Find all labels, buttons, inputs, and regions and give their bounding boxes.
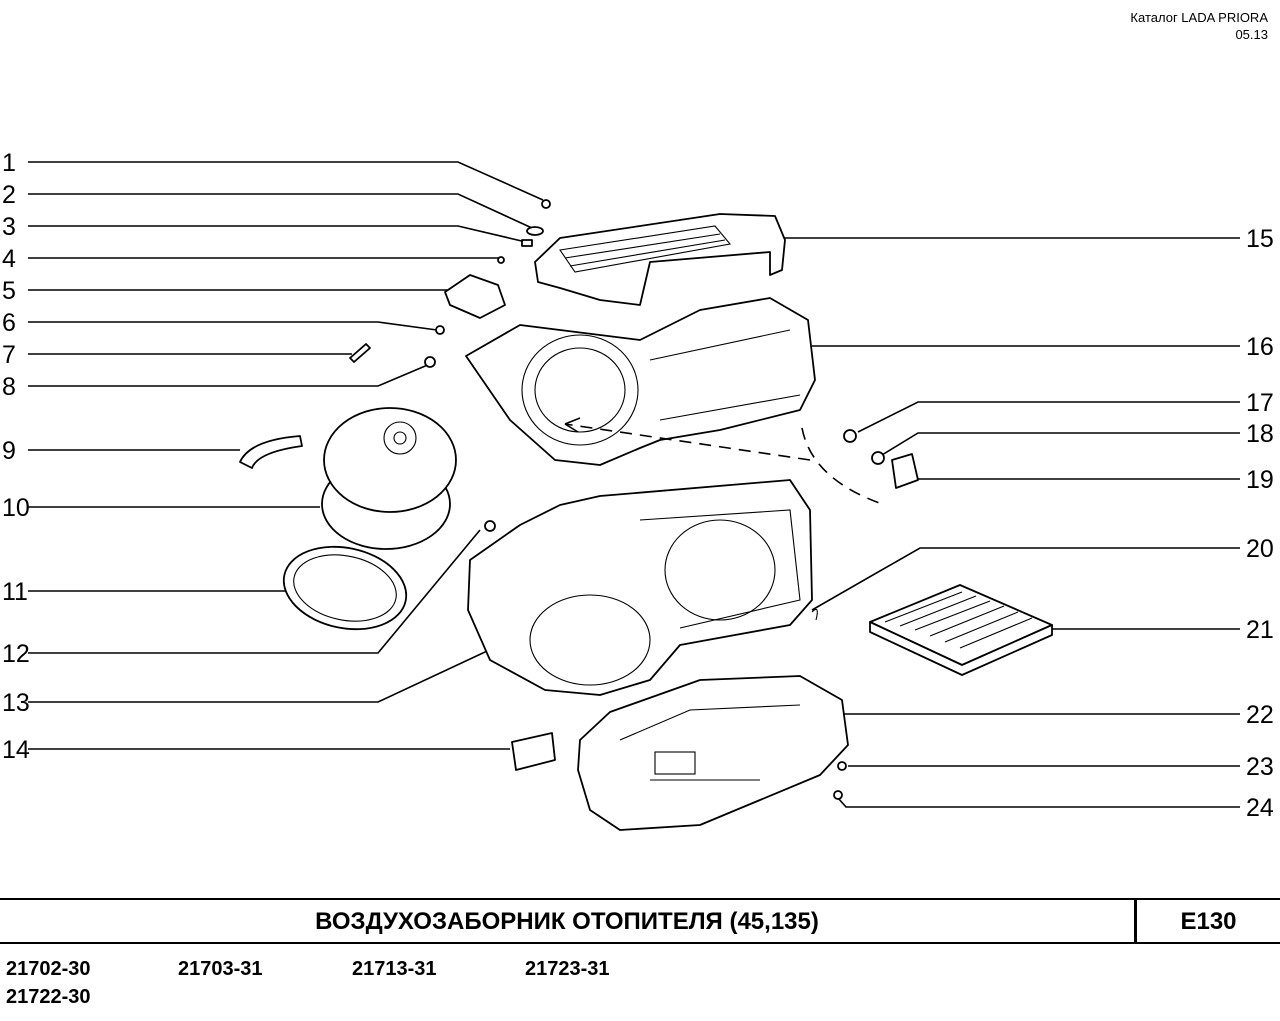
page-title: ВОЗДУХОЗАБОРНИК ОТОПИТЕЛЯ (45,135) — [315, 908, 819, 935]
title-bar: ВОЗДУХОЗАБОРНИК ОТОПИТЕЛЯ (45,135) E130 — [0, 898, 1280, 944]
model-code: 21713-31 — [352, 958, 437, 980]
part-10-blower-motor — [321, 407, 457, 550]
callout-13: 13 — [2, 689, 30, 717]
part-14-bracket — [511, 732, 556, 771]
catalog-date: 05.13 — [1235, 27, 1268, 42]
exploded-parts-diagram: 1 2 3 4 5 6 7 8 9 10 11 12 13 14 15 16 1… — [2, 149, 1274, 831]
callout-19: 19 — [1246, 466, 1274, 494]
part-13-lower-housing — [467, 479, 813, 696]
part-21-cabin-filter — [869, 584, 1053, 676]
catalog-header: Каталог LADA PRIORA — [1130, 10, 1268, 25]
model-code: 21702-30 — [6, 958, 91, 980]
right-callout-labels: 15 16 17 18 19 20 21 22 23 24 — [1246, 225, 1274, 822]
title-divider — [1134, 900, 1137, 944]
assembly-dashed-lines — [564, 417, 886, 506]
part-22-bottom-cover — [577, 675, 849, 831]
callout-11: 11 — [2, 578, 28, 606]
callout-5: 5 — [2, 277, 16, 305]
part-15-grille-cover — [534, 213, 786, 306]
callout-1: 1 — [2, 149, 16, 177]
left-leader-lines — [28, 161, 544, 750]
part-19-clip — [891, 453, 919, 489]
callout-20: 20 — [1246, 535, 1274, 563]
model-code: 21723-31 — [525, 958, 610, 980]
callout-17: 17 — [1246, 389, 1274, 417]
callout-4: 4 — [2, 245, 16, 273]
callout-23: 23 — [1246, 753, 1274, 781]
callout-12: 12 — [2, 640, 30, 668]
callout-24: 24 — [1246, 794, 1274, 822]
callout-22: 22 — [1246, 701, 1274, 729]
callout-14: 14 — [2, 736, 30, 764]
part-5-resistor — [444, 274, 506, 319]
callout-7: 7 — [2, 341, 16, 369]
model-code: 21722-30 — [6, 986, 91, 1008]
callout-16: 16 — [1246, 333, 1274, 361]
callout-10: 10 — [2, 494, 30, 522]
fasteners — [349, 199, 885, 800]
callout-21: 21 — [1246, 616, 1274, 644]
callout-8: 8 — [2, 373, 16, 401]
callout-2: 2 — [2, 181, 16, 209]
right-leader-lines — [782, 237, 1240, 808]
part-11-seal-ring — [282, 545, 408, 631]
callout-6: 6 — [2, 309, 16, 337]
section-code: E130 — [1180, 908, 1237, 935]
callout-15: 15 — [1246, 225, 1274, 253]
left-callout-labels: 1 2 3 4 5 6 7 8 9 10 11 12 13 14 — [2, 149, 30, 764]
callout-18: 18 — [1246, 420, 1274, 448]
part-9-hose — [239, 435, 303, 469]
callout-9: 9 — [2, 437, 16, 465]
part-16-upper-housing — [465, 297, 816, 466]
callout-3: 3 — [2, 213, 16, 241]
model-code: 21703-31 — [178, 958, 263, 980]
